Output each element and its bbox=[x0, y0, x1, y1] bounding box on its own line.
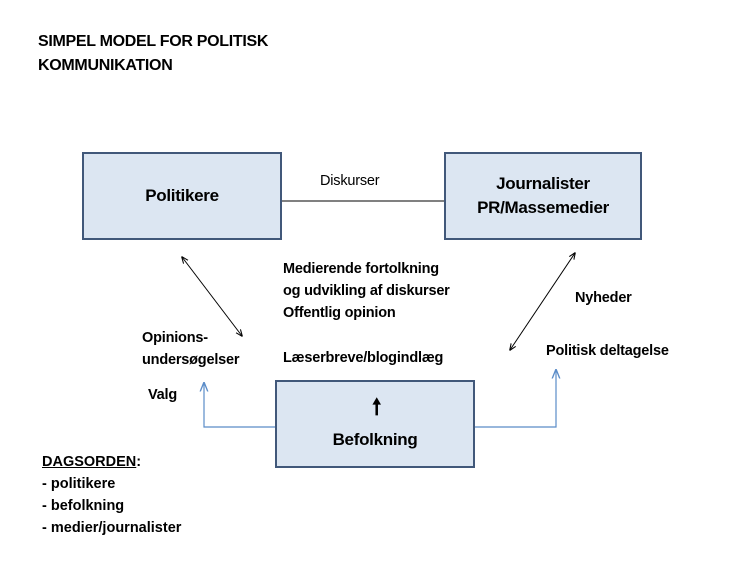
agenda-colon: : bbox=[136, 454, 142, 470]
agenda-item: - medier/journalister bbox=[42, 520, 182, 536]
agenda-item: - politikere bbox=[42, 476, 116, 492]
agenda-heading-row: DAGSORDEN: bbox=[42, 451, 181, 473]
arrow-befolkning-valg bbox=[204, 383, 277, 428]
up-arrow-icon: 🠕 bbox=[372, 394, 382, 419]
label-center-2: og udvikling af diskurser bbox=[283, 283, 450, 299]
label-valg: Valg bbox=[148, 387, 178, 403]
arrow-journalister-befolkning bbox=[510, 253, 575, 350]
box-journalister: Journalister PR/Massemedier bbox=[444, 152, 642, 240]
box-journalister-line-2: PR/Massemedier bbox=[477, 198, 609, 217]
box-befolkning-label: Befolkning bbox=[332, 430, 418, 449]
arrow-politikere-befolkning bbox=[182, 257, 242, 336]
agenda-item: - befolkning bbox=[42, 498, 125, 514]
label-laeserbreve: Læserbreve/blogindlæg bbox=[283, 350, 444, 366]
label-center-1: Medierende fortolkning bbox=[283, 261, 439, 277]
label-center-3: Offentlig opinion bbox=[283, 305, 396, 321]
box-politikere: Politikere bbox=[82, 152, 282, 240]
title-line-1: SIMPEL MODEL FOR POLITISK bbox=[38, 33, 269, 50]
agenda: DAGSORDEN: - politikere - befolkning - m… bbox=[42, 451, 181, 539]
box-befolkning: 🠕 Befolkning bbox=[275, 380, 475, 468]
label-nyheder: Nyheder bbox=[575, 290, 632, 306]
diagram-title: SIMPEL MODEL FOR POLITISK KOMMUNIKATION bbox=[38, 30, 398, 78]
label-politisk-deltagelse: Politisk deltagelse bbox=[546, 343, 669, 359]
box-politikere-label: Politikere bbox=[145, 186, 219, 205]
label-opinions-2: undersøgelser bbox=[142, 352, 240, 368]
arrow-befolkning-deltagelse bbox=[475, 370, 556, 428]
box-journalister-line-1: Journalister bbox=[496, 174, 590, 193]
label-opinions-1: Opinions- bbox=[142, 330, 208, 346]
label-diskurser: Diskurser bbox=[320, 173, 380, 189]
title-line-2: KOMMUNIKATION bbox=[38, 57, 173, 74]
agenda-heading: DAGSORDEN bbox=[42, 454, 137, 470]
